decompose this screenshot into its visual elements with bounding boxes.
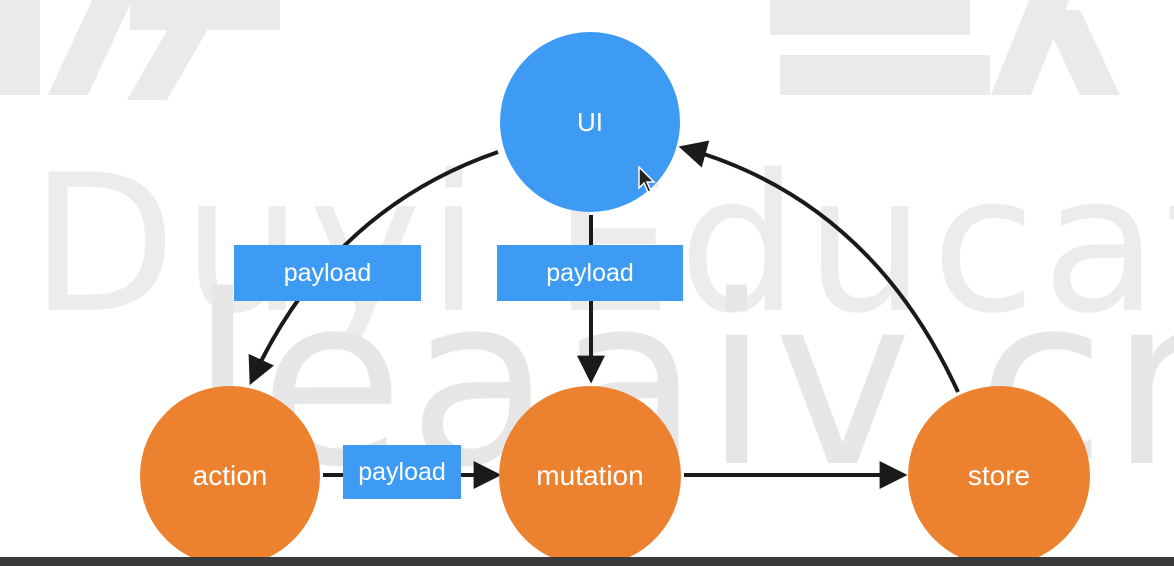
arrow-ui-to-action (248, 150, 499, 386)
node-action: action (140, 386, 320, 566)
arrow-store-to-ui (678, 140, 960, 393)
watermark-glyph-5 (770, 0, 970, 35)
bottom-bar (0, 557, 1174, 566)
node-store: store (908, 386, 1090, 566)
watermark-glyph-1 (0, 0, 40, 95)
watermark-glyph-6 (780, 55, 990, 95)
node-mutation: mutation (499, 386, 681, 566)
label-ui-to-mutation: payload (497, 245, 683, 301)
label-action-to-mutation: payload (343, 445, 461, 499)
label-ui-to-action: payload (234, 245, 421, 301)
mouse-pointer-icon (638, 166, 656, 193)
